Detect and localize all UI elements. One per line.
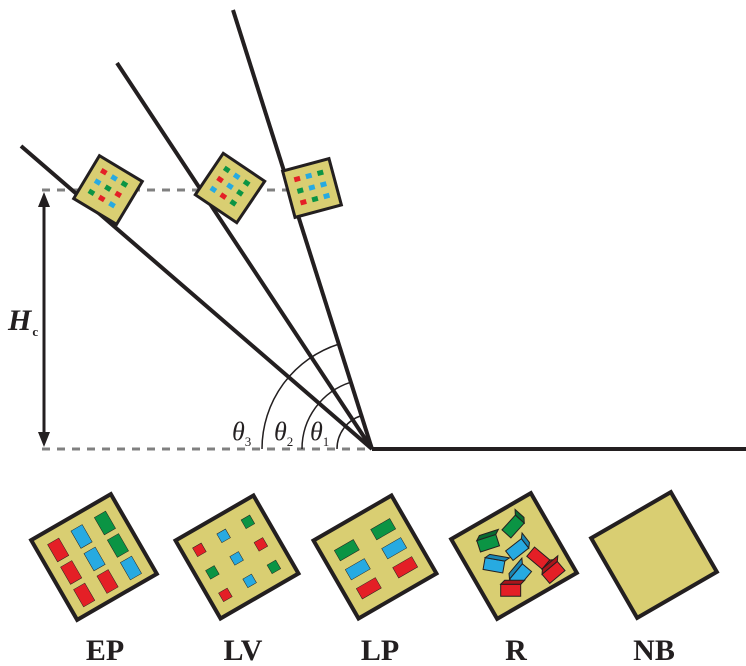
incline-block-3 [71, 153, 145, 227]
category-block-ep [28, 491, 160, 623]
angle-arc-3 [261, 343, 340, 450]
category-label-lv: LV [224, 634, 263, 666]
category-block-lp [310, 492, 440, 622]
category-block-lv [172, 492, 302, 622]
incline-line-1 [231, 9, 374, 450]
angle-arc-2 [301, 381, 352, 450]
theta-1-label: θ1 [310, 417, 329, 449]
category-block-nb [588, 489, 720, 621]
incline-block-2 [193, 151, 267, 225]
category-label-r: R [505, 634, 527, 666]
height-arrow-head-bottom [38, 432, 50, 447]
category-label-lp: LP [361, 634, 399, 666]
incline-line-2 [115, 61, 374, 451]
incline-block-1 [280, 156, 344, 220]
category-block-r [448, 490, 580, 622]
theta-3-label: θ3 [232, 417, 251, 449]
angle-arc-1 [336, 414, 362, 450]
theta-2-label: θ2 [274, 417, 293, 449]
category-label-nb: NB [633, 634, 675, 666]
height-arrow-head-top [38, 192, 50, 207]
height-label: Hc [7, 304, 38, 339]
category-label-ep: EP [86, 634, 124, 666]
